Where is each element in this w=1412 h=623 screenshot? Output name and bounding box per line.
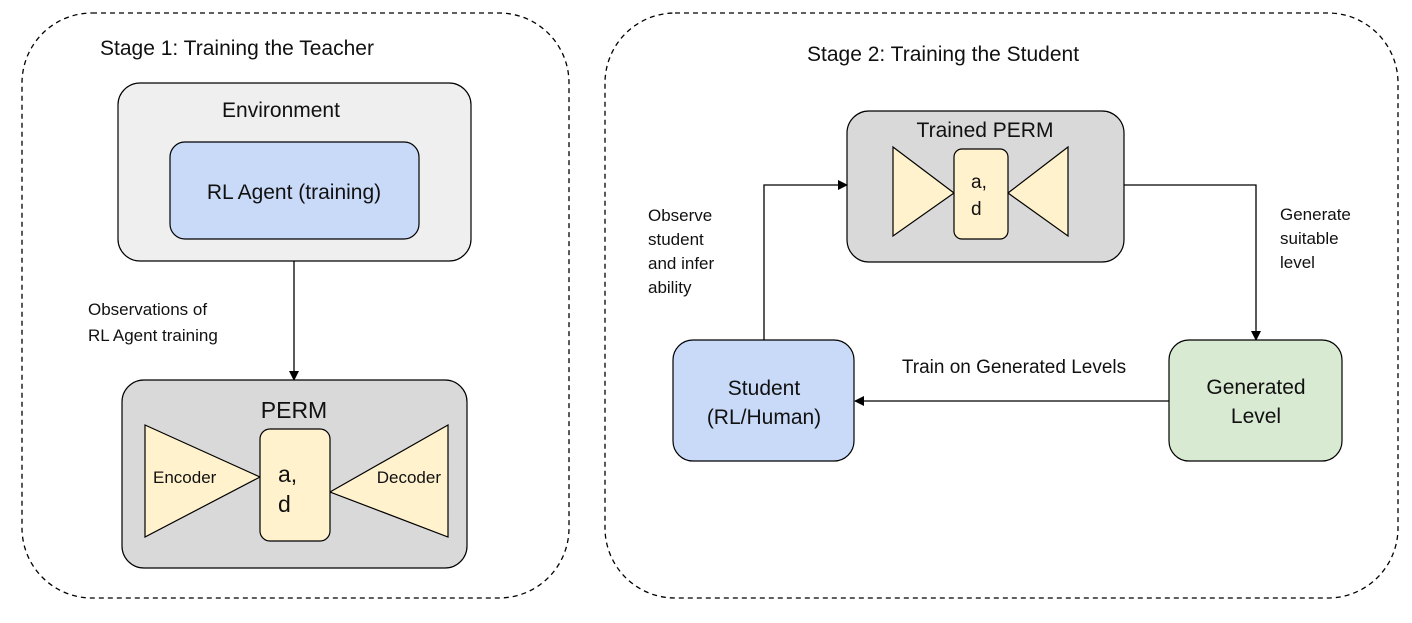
generate-arrow: [1124, 184, 1261, 341]
observations-line-1: Observations of: [88, 300, 207, 319]
observe-line-3: and infer: [648, 254, 714, 273]
generate-line-3: level: [1280, 253, 1315, 272]
encoder-label: Encoder: [153, 468, 217, 487]
rl-agent-rect: [169, 141, 420, 240]
perm-label: PERM: [261, 397, 327, 423]
stage2-dashed-border: [604, 12, 1399, 599]
generated-level-rect: [1168, 339, 1343, 462]
student-line-2: (RL/Human): [707, 406, 821, 429]
generate-line-1: Generate: [1280, 205, 1351, 224]
observations-label: Observations of RL Agent training: [88, 300, 218, 345]
trained-encoder-triangle: [892, 145, 956, 238]
stage1-title: Stage 1: Training the Teacher: [100, 37, 374, 60]
decoder-label: Decoder: [377, 468, 442, 487]
observe-line-2: student: [648, 230, 704, 249]
observe-line-4: ability: [648, 278, 692, 297]
trained-latent-line-2: d: [971, 199, 982, 220]
trained-decoder-triangle: [1006, 145, 1069, 238]
environment-label: Environment: [222, 99, 340, 122]
stage2-panel: Stage 2: Training the Student Trained PE…: [604, 12, 1399, 599]
decoder-triangle: [328, 423, 449, 538]
student-box: Student (RL/Human): [672, 339, 855, 462]
trained-latent-box: [953, 148, 1009, 240]
latent-line-1: a,: [278, 461, 297, 487]
trained-perm-label: Trained PERM: [917, 119, 1054, 142]
train-label: Train on Generated Levels: [902, 357, 1126, 378]
encoder-triangle: [144, 424, 262, 538]
stage2-title: Stage 2: Training the Student: [807, 43, 1079, 66]
generated-level-line-2: Level: [1231, 405, 1281, 428]
observe-line-1: Observe: [648, 206, 712, 225]
rl-agent-label: RL Agent (training): [207, 181, 381, 204]
observe-arrow: [763, 180, 848, 340]
trained-latent-line-1: a,: [971, 172, 987, 193]
trained-perm-box: Trained PERM a, d: [846, 110, 1125, 263]
latent-line-2: d: [278, 491, 291, 517]
student-line-1: Student: [728, 377, 801, 400]
observe-label: Observe student and infer ability: [648, 206, 719, 297]
stage1-dashed-border: [21, 12, 570, 599]
latent-box: [259, 428, 331, 542]
generated-level-line-1: Generated: [1206, 376, 1305, 399]
student-rect: [672, 339, 855, 462]
observations-line-2: RL Agent training: [88, 326, 218, 345]
generate-line-2: suitable: [1280, 229, 1339, 248]
environment-box: Environment RL Agent (training): [117, 82, 472, 262]
stage1-panel: Stage 1: Training the Teacher Environmen…: [21, 12, 570, 599]
rl-agent-box: RL Agent (training): [169, 141, 420, 240]
generated-level-box: Generated Level: [1168, 339, 1343, 462]
generate-label: Generate suitable level: [1280, 205, 1356, 272]
perm-box: PERM Encoder Decoder a, d: [121, 379, 468, 569]
